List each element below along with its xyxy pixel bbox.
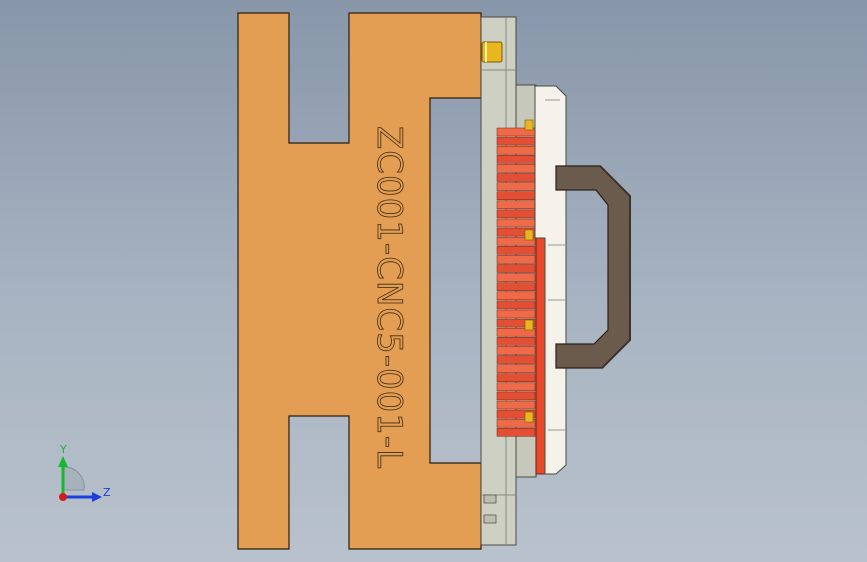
brass-screw — [524, 119, 534, 131]
electrode-plate — [496, 364, 536, 373]
electrode-plate — [496, 246, 536, 255]
brass-screw — [524, 319, 534, 331]
grip-handle[interactable] — [555, 165, 631, 369]
electrode-plate — [496, 373, 536, 382]
electrode-plate — [496, 145, 536, 155]
electrode-plate — [496, 264, 536, 273]
electrode-plate — [496, 391, 536, 401]
red-electrode-stack — [496, 119, 536, 437]
electrode-plate — [496, 309, 536, 319]
brass-screw — [524, 411, 534, 423]
electrode-plate — [496, 291, 536, 301]
electrode-plate — [496, 200, 536, 210]
electrode-plate — [496, 327, 536, 337]
electrode-plate — [496, 273, 536, 282]
electrode-plate — [496, 409, 536, 419]
brass-screw — [524, 229, 534, 241]
engraved-part-label: ZC001-CNC5-001-L — [369, 126, 409, 469]
electrode-plate — [496, 182, 536, 191]
electrode-plate — [496, 282, 536, 291]
triad-y-label: Y — [59, 443, 67, 456]
electrode-plate — [496, 255, 536, 264]
electrode-plate — [496, 136, 536, 146]
triad-z-label: Z — [103, 486, 111, 499]
electrode-plate — [496, 164, 536, 173]
electrode-plate — [496, 355, 536, 364]
bottom-fasteners — [483, 494, 497, 524]
electrode-plate — [496, 191, 536, 200]
electrode-plate — [496, 218, 536, 228]
coordinate-triad-icon: Y Z — [58, 443, 111, 502]
electrode-plate — [496, 428, 536, 437]
red-side-strip[interactable] — [535, 237, 546, 475]
electrode-plate — [496, 418, 536, 428]
electrode-plate — [496, 209, 536, 219]
electrode-plate — [496, 400, 536, 410]
base-block[interactable] — [237, 12, 482, 550]
electrode-plate — [496, 346, 536, 355]
electrode-plate — [496, 155, 536, 164]
electrode-plate — [496, 382, 536, 392]
handle-edge — [599, 165, 631, 369]
electrode-plate — [496, 337, 536, 346]
electrode-plate — [496, 300, 536, 310]
electrode-plate — [496, 318, 536, 328]
electrode-plate — [496, 236, 536, 246]
electrode-plate — [496, 173, 536, 182]
